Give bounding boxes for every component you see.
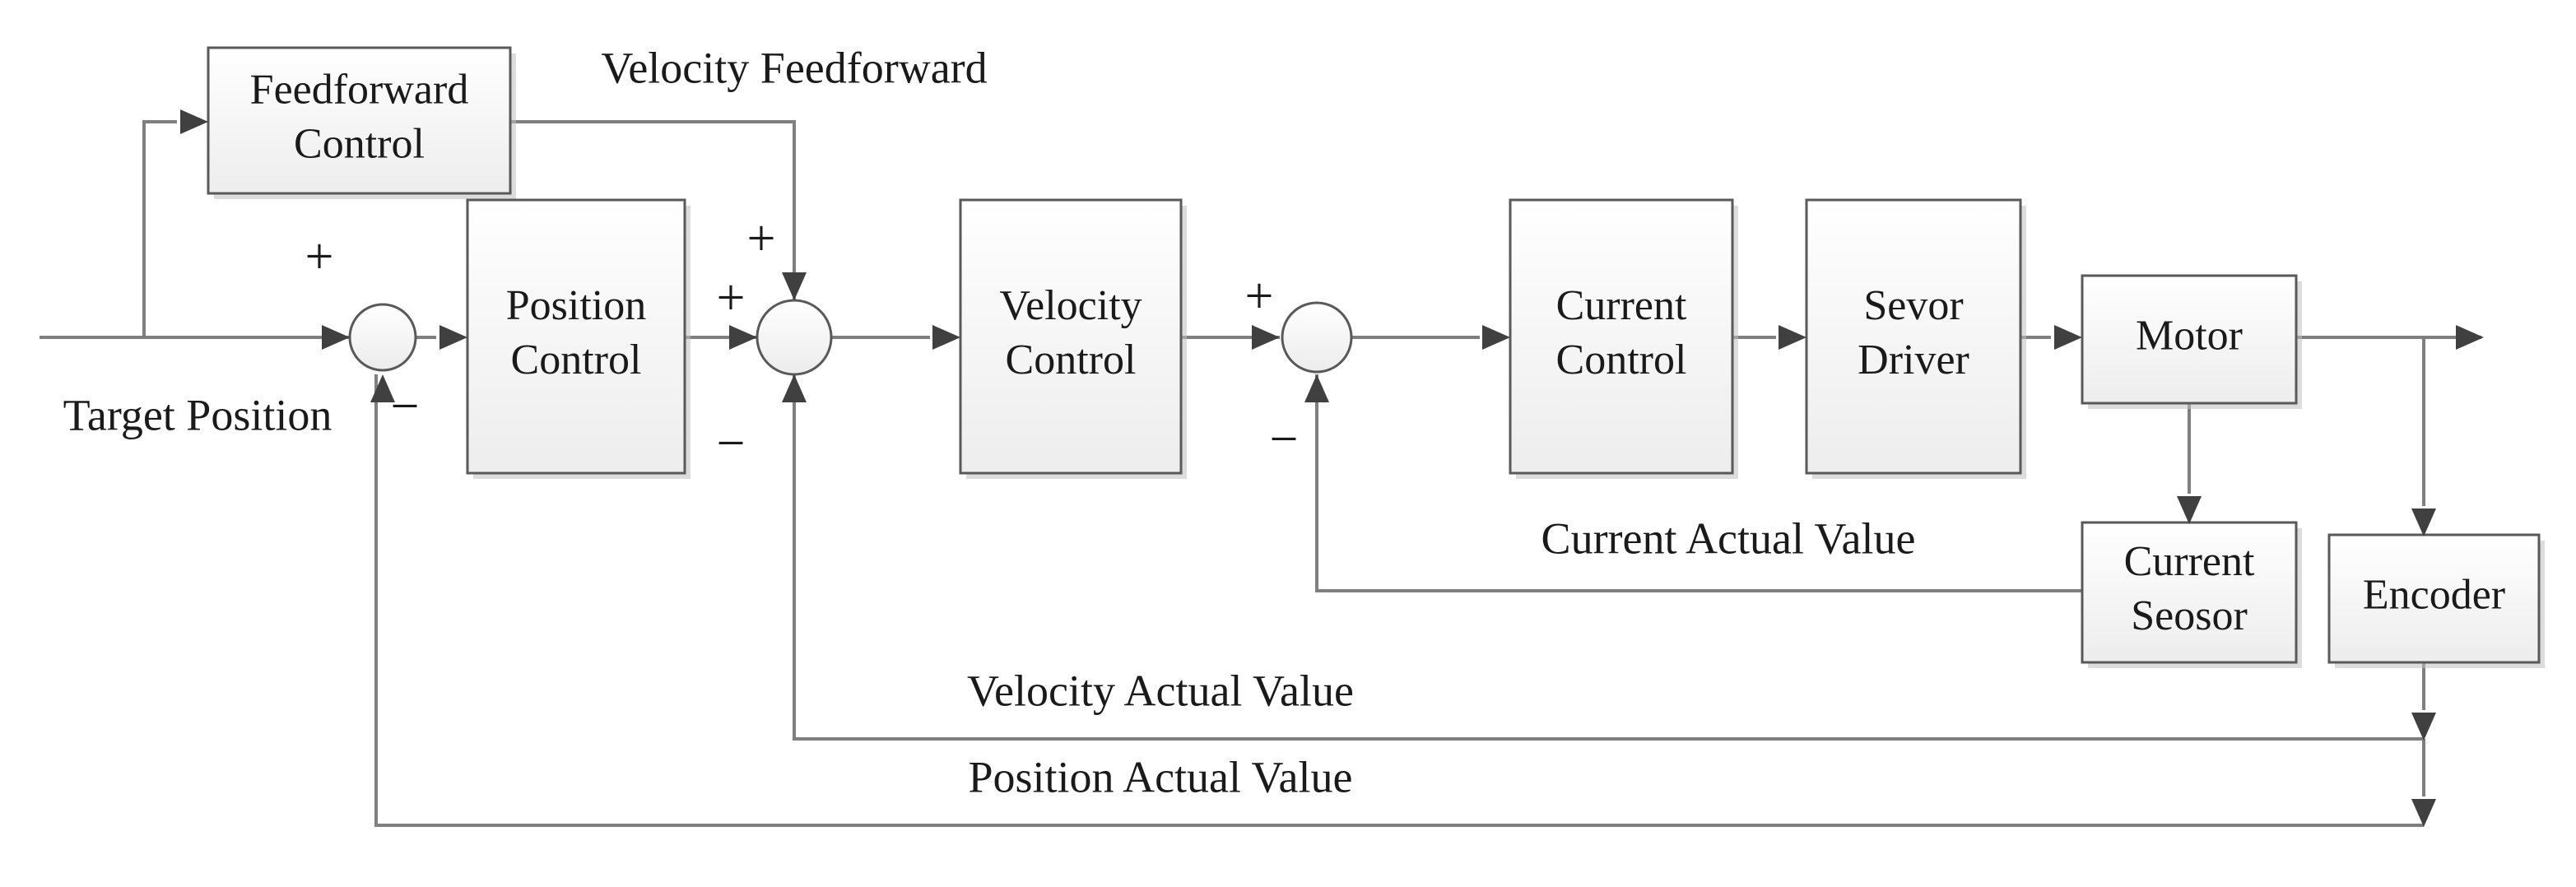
block-outline: [207, 46, 512, 195]
junctions-layer: [348, 299, 1353, 376]
arrowhead-arrow-into-current-sum-left: [1252, 325, 1280, 350]
signal-label-current-actual-value: Current Actual Value: [1541, 513, 1916, 563]
wire-position-feedback-to-position-sum: [374, 374, 2424, 827]
block-outline: [1509, 198, 1734, 475]
arrowhead-arrow-motor-output-end: [2456, 325, 2484, 350]
block-label-line: Control: [294, 120, 425, 167]
block-outline: [466, 198, 686, 475]
arrowhead-arrow-into-velocity-sum-bottom: [782, 374, 807, 402]
sign-position-sum-minus: −: [391, 378, 420, 434]
sign-current-sum-minus: −: [1270, 411, 1299, 467]
arrowhead-arrow-into-feedforward: [180, 109, 208, 134]
block-outline: [959, 198, 1183, 475]
wire-input-tap-to-feedforward: [142, 120, 177, 337]
arrowhead-arrow-into-encoder: [2411, 509, 2436, 536]
summing-junction-current-sum[interactable]: [1281, 301, 1353, 374]
arrowhead-arrow-into-motor: [2054, 325, 2082, 350]
block-label-line: Motor: [2136, 312, 2243, 359]
block-label-line: Control: [1556, 337, 1687, 383]
arrowhead-arrow-encoder-to-position-line: [2411, 799, 2436, 827]
arrowhead-arrow-into-velocity-sum-left: [729, 325, 757, 350]
arrowhead-arrow-into-velocity-control: [932, 325, 960, 350]
wire-current-seosor-to-current-sum: [1315, 374, 2082, 592]
arrowheads-layer: [180, 109, 2484, 827]
block-label-line: Position: [506, 282, 647, 329]
block-label-line: Velocity: [999, 282, 1142, 329]
arrowhead-arrow-into-position-sum: [322, 325, 350, 350]
block-label-line: Sevor: [1863, 282, 1963, 329]
block-label-line: Control: [511, 337, 642, 383]
arrowhead-arrow-into-sevor-driver: [1779, 325, 1806, 350]
block-label-line: Driver: [1858, 337, 1969, 383]
block-outline: [2081, 521, 2298, 664]
sign-velocity-sum-plus-left: +: [717, 270, 746, 326]
summing-junction-velocity-sum[interactable]: [756, 299, 833, 376]
block-outline: [1805, 198, 2022, 475]
arrowhead-arrow-into-position-sum-bottom: [370, 374, 395, 402]
block-motor[interactable]: Motor: [2081, 274, 2302, 409]
block-label-line: Seosor: [2131, 592, 2248, 639]
blocks-layer: FeedforwardControlPositionControlVelocit…: [207, 46, 2545, 668]
arrowhead-arrow-into-velocity-sum-top: [782, 272, 807, 300]
signs-layer: +−++−+−: [305, 211, 1299, 471]
sign-position-sum-plus: +: [305, 229, 334, 285]
arrowhead-arrow-into-current-seosor: [2177, 496, 2202, 524]
block-outline: [2081, 274, 2298, 405]
wire-feedforward-to-velocity-sum: [510, 120, 796, 300]
block-label-line: Current: [2124, 538, 2255, 585]
signal-label-position-actual-value: Position Actual Value: [969, 752, 1353, 801]
sign-velocity-sum-minus: −: [717, 416, 746, 471]
arrowhead-arrow-encoder-to-velocity-line: [2411, 713, 2436, 741]
signal-labels-layer: Target Position Velocity FeedforwardCurre…: [63, 43, 1916, 801]
signal-label-velocity-actual-value: Velocity Actual Value: [967, 666, 1354, 715]
summing-junction-position-sum[interactable]: [348, 303, 417, 372]
block-label-line: Current: [1556, 282, 1687, 329]
block-encoder[interactable]: Encoder: [2327, 533, 2545, 668]
sign-current-sum-plus: +: [1245, 268, 1274, 324]
wire-velocity-feedback-to-velocity-sum: [793, 374, 2424, 741]
signal-label-target-position: Target Position: [63, 390, 332, 439]
arrowhead-arrow-into-current-sum-bottom: [1304, 374, 1329, 402]
signal-label-velocity-feedforward: Velocity Feedforward: [601, 43, 987, 92]
block-label-line: Encoder: [2363, 571, 2505, 618]
arrowhead-arrow-into-current-control: [1482, 325, 1510, 350]
block-label-line: Control: [1006, 337, 1137, 383]
block-outline: [2327, 533, 2541, 664]
arrowhead-arrow-into-position-control: [439, 325, 467, 350]
block-label-line: Feedforward: [250, 66, 469, 113]
wires-layer: [40, 120, 2481, 827]
sign-velocity-sum-plus-top: +: [747, 211, 776, 267]
